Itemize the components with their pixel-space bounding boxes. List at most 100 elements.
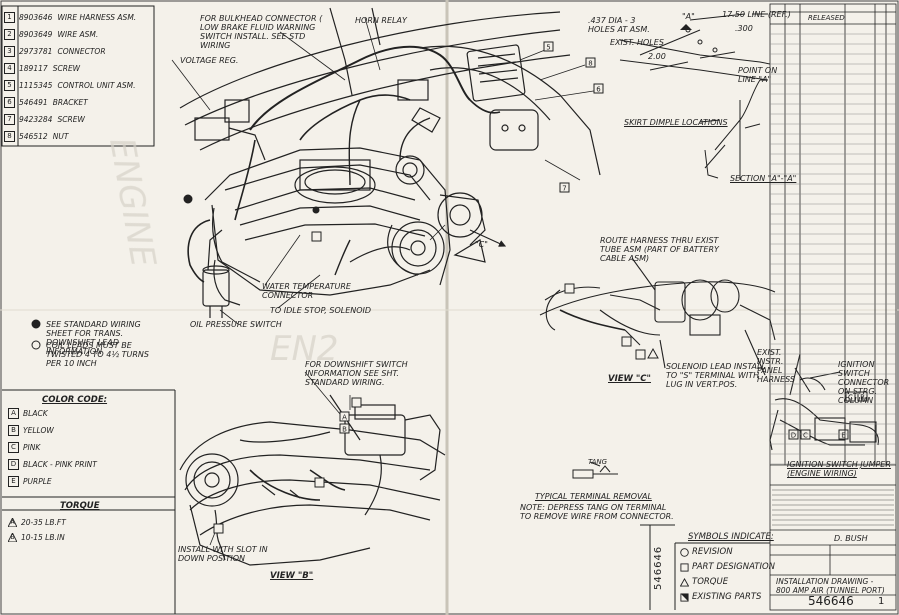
standard-wiring-note: SEE STANDARD WIRING SHEET FOR TRANS. DOW…: [46, 320, 141, 356]
parts-list-item: 2 8903649 WIRE ASM.: [4, 25, 98, 43]
parts-list-item: 4 189117 SCREW: [4, 59, 80, 77]
view-b-label: VIEW "B": [270, 571, 314, 581]
symbol-label: TORQUE: [692, 577, 729, 587]
torque-letter: A: [10, 519, 15, 526]
color-code-letter: D: [8, 459, 19, 470]
color-code-label: BLACK: [23, 409, 48, 418]
drawing-title: INSTALLATION DRAWING - 800 AMP AIR (TUNN…: [776, 577, 885, 595]
svg-text:C: C: [848, 394, 853, 402]
part-description: SCREW: [57, 114, 85, 124]
part-number: 2973781: [19, 46, 53, 56]
parts-list-item: 6 546491 BRACKET: [4, 93, 88, 111]
svg-text:D: D: [791, 432, 796, 440]
terminal-removal-title: TYPICAL TERMINAL REMOVAL: [535, 492, 652, 501]
svg-text:8: 8: [588, 60, 592, 68]
part-number-box: 3: [4, 45, 15, 57]
oil-pressure-callout: OIL PRESSURE SWITCH: [190, 320, 282, 329]
parts-list-item: 1 8903646 WIRE HARNESS ASM.: [4, 8, 136, 26]
color-code-label: BLACK - PINK PRINT: [23, 460, 97, 469]
drawn-by: D. BUSH: [834, 534, 868, 543]
part-number: 8903649: [19, 29, 53, 39]
svg-text:C: C: [803, 432, 808, 440]
torque-letter: B: [10, 534, 15, 541]
part-description: CONNECTOR: [57, 46, 106, 56]
part-number: 546491: [19, 97, 48, 107]
symbol-item: REVISION: [680, 547, 733, 557]
existing-parts-check-icon: [680, 592, 689, 602]
part-description: CONTROL UNIT ASM.: [57, 80, 136, 90]
part-number: 189117: [19, 63, 48, 73]
symbol-label: PART DESIGNATION: [692, 562, 776, 572]
exist-holes-callout: EXIST. HOLES: [610, 38, 664, 47]
color-code-item: B YELLOW: [8, 425, 54, 436]
color-code-title: COLOR CODE:: [42, 395, 108, 405]
voltage-reg-callout: VOLTAGE REG.: [180, 56, 239, 65]
side-drawing-number: 546646: [653, 545, 664, 590]
part-number: 9423284: [19, 114, 53, 124]
water-temp-callout: WATER TEMPERATURE CONNECTOR: [262, 282, 351, 300]
torque-triangle-icon: [8, 533, 17, 542]
svg-text:B: B: [860, 394, 865, 402]
route-harness-callout: ROUTE HARNESS THRU EXIST TUBE ASM (PART …: [600, 236, 719, 263]
skirt-dimple-label: SKIRT DIMPLE LOCATIONS: [624, 118, 728, 127]
ignition-connector-callout: IGNITION SWITCH CONNECTOR ON STRG. COLUM…: [838, 360, 890, 405]
part-number-box: 5: [4, 79, 15, 91]
parts-list-item: 3 2973781 CONNECTOR: [4, 42, 106, 60]
point-on-line-callout: POINT ON LINE "A": [738, 66, 778, 84]
coil-leads-note: COIL LEADS MUST BE TWISTED 4 TO 4½ TURNS…: [46, 341, 149, 368]
color-code-letter: A: [8, 408, 19, 419]
section-aa-label: SECTION "A"-"A": [730, 174, 797, 183]
solenoid-lead-callout: SOLENOID LEAD INSTALL TO "S" TERMINAL WI…: [666, 362, 766, 389]
svg-text:EN2: EN2: [270, 329, 339, 369]
revision-circle-icon: [680, 547, 689, 557]
part-description: WIRE HARNESS ASM.: [57, 12, 137, 22]
sheet-number: 1: [878, 596, 885, 607]
torque-triangle-icon: [8, 518, 17, 527]
color-code-item: C PINK: [8, 442, 40, 453]
terminal-removal-note: NOTE: DEPRESS TANG ON TERMINAL TO REMOVE…: [520, 503, 674, 521]
part-number: 8903646: [19, 12, 53, 22]
torque-title: TORQUE: [60, 501, 100, 511]
svg-text:7: 7: [562, 185, 566, 193]
color-code-item: D BLACK - PINK PRINT: [8, 459, 97, 470]
color-code-label: PINK: [23, 443, 41, 452]
part-number: 546512: [19, 131, 48, 141]
symbol-item: EXISTING PARTS: [680, 592, 761, 602]
color-code-letter: C: [8, 442, 19, 453]
bulkhead-callout: FOR BULKHEAD CONNECTOR ( LOW BRAKE FLUID…: [200, 14, 323, 50]
part-description: SCREW: [52, 63, 81, 73]
part-number-box: 1: [4, 11, 15, 23]
torque-item: A 20-35 LB.FT: [8, 518, 66, 527]
tang-label: TANG: [588, 458, 608, 466]
svg-text:6: 6: [596, 86, 601, 94]
holes-callout: .437 DIA - 3 HOLES AT ASM.: [588, 16, 650, 34]
color-code-letter: B: [8, 425, 19, 436]
symbol-label: EXISTING PARTS: [692, 592, 762, 602]
section-a-marker: "A": [682, 12, 695, 21]
drawing-number: 546646: [808, 594, 854, 608]
downshift-callout: FOR DOWNSHIFT SWITCH INFORMATION SEE SHT…: [305, 360, 408, 387]
view-c-arrow-label: "C": [475, 240, 488, 249]
released-stamp: RELEASED: [808, 14, 845, 22]
parts-list-item: 8 546512 NUT: [4, 127, 68, 145]
svg-text:E: E: [841, 432, 845, 440]
symbol-item: PART DESIGNATION: [680, 562, 775, 572]
symbols-title: SYMBOLS INDICATE:: [688, 532, 774, 542]
symbol-item: TORQUE: [680, 577, 728, 587]
exist-inst-harness-callout: EXIST. INSTR. PANEL HARNESS: [757, 348, 795, 384]
parts-list-item: 7 9423284 SCREW: [4, 110, 85, 128]
color-code-letter: E: [8, 476, 19, 487]
svg-text:ENGINE: ENGINE: [101, 135, 163, 271]
svg-text:B: B: [342, 426, 347, 434]
horn-relay-callout: HORN RELAY: [355, 16, 407, 25]
symbol-label: REVISION: [692, 547, 733, 557]
torque-triangle-icon: [680, 577, 689, 587]
part-number-box: 6: [4, 96, 15, 108]
ignition-jumper-label: IGNITION SWITCH JUMPER (ENGINE WIRING): [787, 460, 891, 478]
install-slot-callout: INSTALL WITH SLOT IN DOWN POSITION: [178, 545, 268, 563]
color-code-label: PURPLE: [23, 477, 52, 486]
svg-text:5: 5: [546, 44, 550, 52]
torque-label: 10-15 LB.IN: [21, 533, 65, 542]
